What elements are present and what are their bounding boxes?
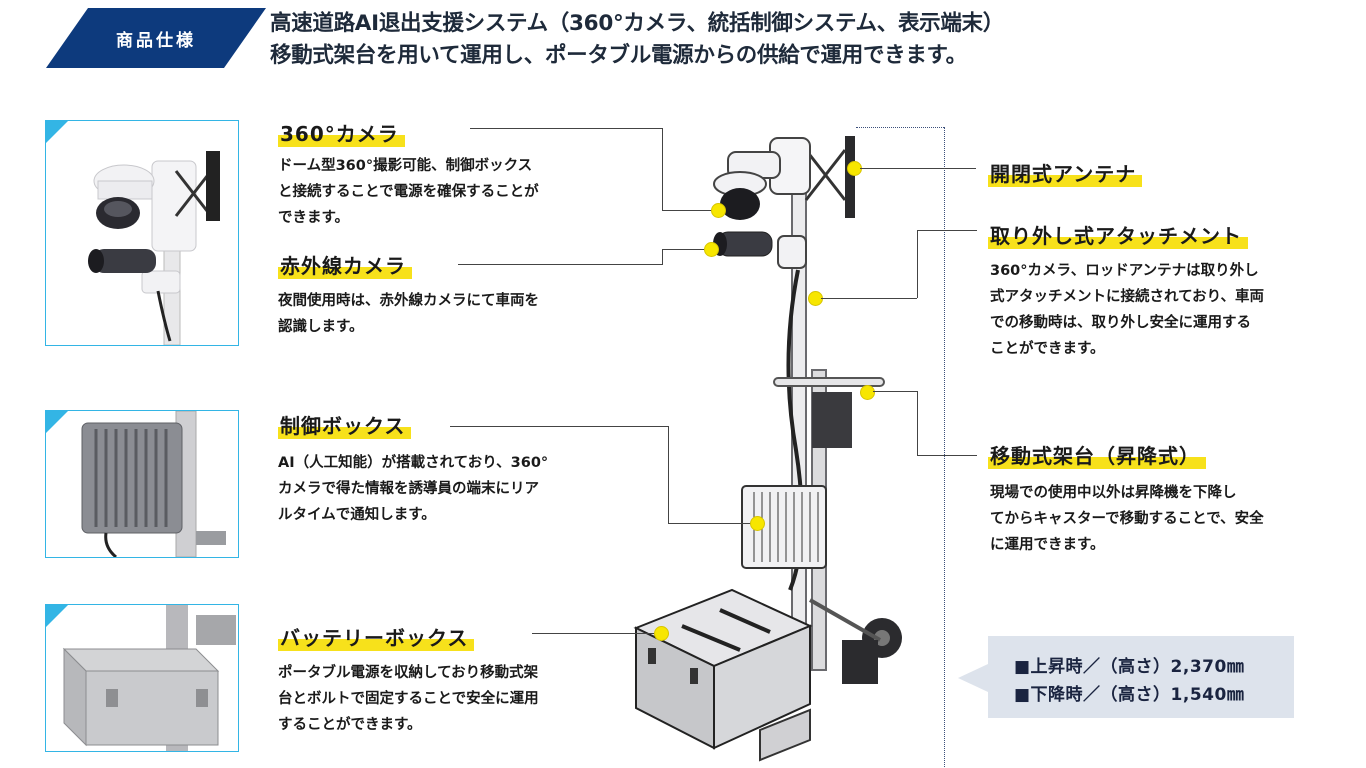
description-line: ルタイムで通知します。 [278,507,436,523]
control-box-title: 制御ボックス [278,410,412,439]
antenna-title: 開閉式アンテナ [988,158,1143,187]
description-line: ことができます。 [990,341,1105,357]
description-line: 台とボルトで固定することで安全に運用 [278,691,539,707]
leader-line [821,298,917,299]
photo-corner-accent [46,605,68,627]
height-spec-box: ■上昇時／（高さ）2,370㎜ ■下降時／（高さ）1,540㎜ [988,636,1294,718]
height-bracket-line [944,127,945,767]
description-line: することができます。 [278,717,422,733]
battery-box-marker [654,626,669,641]
description-line: AI（人工知能）が搭載されており、360° [278,455,549,471]
description-line: てからキャスターで移動することで、安全 [990,511,1264,527]
header-line-1: 高速道路AI退出支援システム（360°カメラ、統括制御システム、表示端末） [270,11,1004,36]
lowered-height-spec: ■下降時／（高さ）1,540㎜ [1014,685,1245,705]
camera-unit-photo [45,120,239,346]
leader-line [458,264,663,265]
mobile-stand-illustration [633,136,902,762]
photo-corner-accent [46,121,68,143]
leader-line [668,426,669,523]
height-bracket-top [856,127,944,128]
camera-unit-illustration [88,151,220,345]
infrared-camera-marker [704,242,719,257]
attachment-description: 360°カメラ、ロッドアンテナは取り外し 式アタッチメントに接続されており、車両… [990,258,1264,362]
leader-line [917,230,918,298]
description-line: での移動時は、取り外し安全に運用する [990,315,1251,331]
header-badge [46,8,266,68]
header-line-2: 移動式架台を用いて運用し、ポータブル電源からの供給で運用できます。 [270,43,967,68]
description-line: 360°カメラ、ロッドアンテナは取り外し [990,263,1259,279]
leader-line [662,210,714,211]
description-line: 現場での使用中以外は昇降機を下降し [990,485,1237,501]
infrared-camera-title: 赤外線カメラ [278,250,412,279]
leader-line [532,633,656,634]
control-box-description: AI（人工知能）が搭載されており、360° カメラで得た情報を誘導員の端末にリア… [278,450,548,528]
leader-line [917,455,977,456]
mobile-stand-title: 移動式架台（昇降式） [988,440,1206,469]
battery-box-description: ポータブル電源を収納しており移動式架 台とボルトで固定することで安全に運用 する… [278,660,539,738]
description-line: と接続することで電源を確保することが [278,184,539,200]
camera-360-marker [711,203,726,218]
battery-box-title: バッテリーボックス [278,622,475,651]
battery-box-illustration [62,605,236,751]
description-line: カメラで得た情報を誘導員の端末にリア [278,481,539,497]
description-line: ドーム型360°撮影可能、制御ボックス [278,158,533,174]
attachment-title: 取り外し式アタッチメント [988,220,1248,249]
leader-line [450,426,668,427]
infrared-camera-description: 夜間使用時は、赤外線カメラにて車両を 認識します。 [278,288,539,340]
leader-line [668,523,752,524]
description-line: できます。 [278,210,350,226]
description-line: ポータブル電源を収納しており移動式架 [278,665,539,681]
photo-corner-accent [46,411,68,433]
leader-line [873,391,917,392]
description-line: 夜間使用時は、赤外線カメラにて車両を [278,293,539,309]
control-box-marker [750,516,765,531]
leader-line [917,230,977,231]
description-line: に運用できます。 [990,537,1105,553]
raised-height-spec: ■上昇時／（高さ）2,370㎜ [1014,657,1245,677]
leader-line [662,249,663,264]
mobile-stand-marker [860,385,875,400]
camera-360-title: 360°カメラ [278,118,405,147]
battery-box-photo [45,604,239,752]
camera-360-description: ドーム型360°撮影可能、制御ボックス と接続することで電源を確保することが で… [278,153,539,231]
spec-box-pointer [958,664,988,692]
mobile-stand-description: 現場での使用中以外は昇降機を下降し てからキャスターで移動することで、安全 に運… [990,480,1264,558]
leader-line [917,391,918,455]
leader-line [662,249,708,250]
leader-line [860,168,976,169]
control-box-illustration [81,411,226,557]
leader-line [662,128,663,210]
description-line: 認識します。 [278,319,364,335]
control-box-photo [45,410,239,558]
leader-line [470,128,662,129]
header-badge-label: 商品仕様 [116,30,196,51]
description-line: 式アタッチメントに接続されており、車両 [990,289,1265,305]
